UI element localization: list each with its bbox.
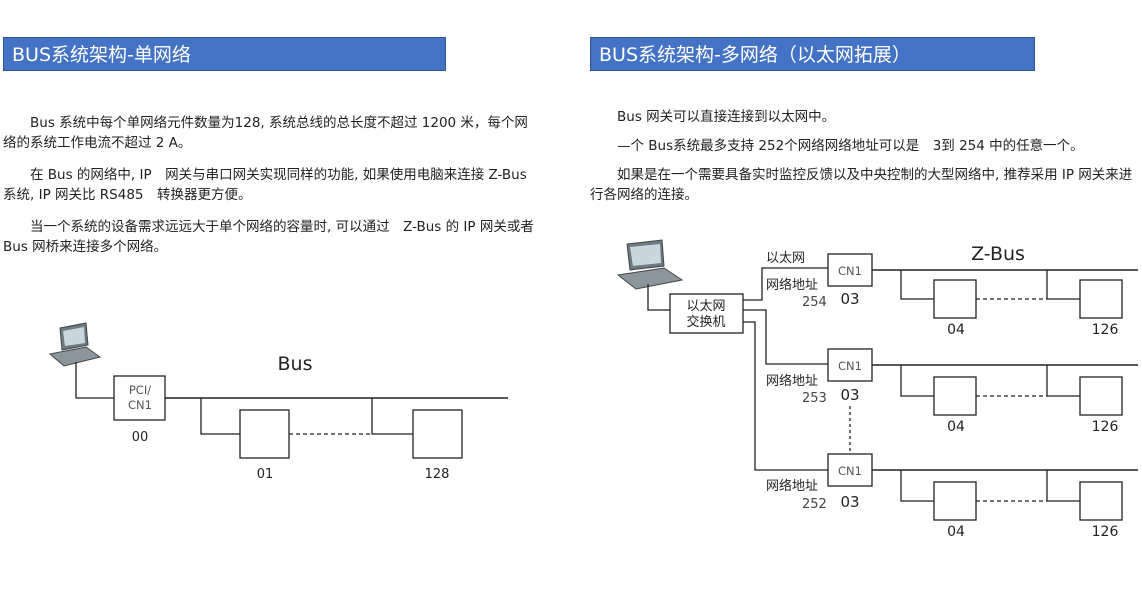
- device-box-last: [1079, 279, 1123, 319]
- left-paragraph-3: 当一个系统的设备需求远远大于单个网络的容量时, 可以通过 Z-Bus 的 IP …: [3, 219, 534, 255]
- gateway-address: 03: [840, 493, 859, 511]
- left-section-title: BUS系统架构-单网络: [3, 37, 446, 71]
- left-paragraph-1: Bus 系统中每个单网络元件数量为128, 系统总线的总长度不超过 1200 米…: [3, 115, 528, 151]
- right-section-title: BUS系统架构-多网络（以太网拓展）: [590, 37, 1035, 71]
- ethernet-label: 以太网: [766, 251, 805, 266]
- device-box-first: [239, 409, 290, 459]
- device-box-last: [1079, 481, 1123, 521]
- net-addr-value: 253: [802, 391, 827, 406]
- switch-label-2: 交换机: [686, 314, 725, 330]
- gateway-label-2: CN1: [128, 398, 152, 412]
- laptop-icon: [48, 322, 102, 367]
- gateway-cn1-label: CN1: [838, 359, 862, 373]
- multi-network-diagram: 以太网 交换机 以太网 Z-Bus CN1 网络地址 254 03 04 126…: [616, 239, 1138, 540]
- switch-label-1: 以太网: [686, 299, 725, 314]
- right-paragraph-1: Bus 网关可以直接连接到以太网中。: [617, 109, 836, 125]
- gateway-address: 03: [840, 386, 859, 404]
- left-paragraph-2: 在 Bus 的网络中, IP 网关与串口网关实现同样的功能, 如果使用电脑来连接…: [3, 167, 527, 203]
- net-addr-label: 网络地址: [766, 277, 818, 293]
- right-text-block: Bus 网关可以直接连接到以太网中。 —个 Bus系统最多支持 252个网络网络…: [590, 107, 1138, 217]
- right-paragraph-2: —个 Bus系统最多支持 252个网络网络地址可以是 3到 254 中的任意一个…: [617, 138, 1084, 154]
- network-row: CN1 网络地址 252 03 04 126: [766, 453, 1138, 540]
- device-first-label: 04: [947, 524, 965, 540]
- laptop-icon: [616, 239, 684, 290]
- gateway-address: 00: [132, 430, 149, 445]
- device-last-label: 128: [425, 467, 450, 482]
- net-addr-label: 网络地址: [766, 373, 818, 389]
- device-box-first: [933, 481, 977, 521]
- gateway-address: 03: [840, 290, 859, 308]
- gateway-label-1: PCI/: [129, 383, 151, 397]
- ethernet-switch-box: [669, 293, 744, 334]
- device-first-label: 04: [947, 322, 965, 338]
- gateway-box: [113, 375, 166, 421]
- device-box-first: [933, 376, 977, 416]
- gateway-cn1-label: CN1: [838, 464, 862, 478]
- device-box-first: [933, 279, 977, 319]
- net-addr-value: 254: [802, 295, 827, 310]
- device-last-label: 126: [1092, 322, 1119, 338]
- zbus-label: Z-Bus: [971, 243, 1025, 265]
- device-last-label: 126: [1092, 419, 1119, 435]
- device-last-label: 126: [1092, 524, 1119, 540]
- right-paragraph-3: 如果是在一个需要具备实时监控反馈以及中央控制的大型网络中, 推荐采用 IP 网关…: [590, 167, 1133, 203]
- device-first-label: 04: [947, 419, 965, 435]
- device-first-label: 01: [257, 467, 274, 482]
- device-box-last: [1079, 376, 1123, 416]
- net-addr-label: 网络地址: [766, 478, 818, 494]
- device-box-last: [412, 409, 463, 459]
- network-row: CN1 网络地址 253 03 04 126: [766, 348, 1138, 435]
- network-row: CN1 网络地址 254 03 04 126: [766, 253, 1138, 338]
- net-addr-value: 252: [802, 497, 827, 512]
- bus-label: Bus: [278, 353, 313, 375]
- single-network-diagram: PCI/ CN1 00 Bus 01 128: [48, 322, 508, 482]
- left-text-block: Bus 系统中每个单网络元件数量为128, 系统总线的总长度不超过 1200 米…: [3, 113, 538, 269]
- gateway-cn1-label: CN1: [838, 264, 862, 278]
